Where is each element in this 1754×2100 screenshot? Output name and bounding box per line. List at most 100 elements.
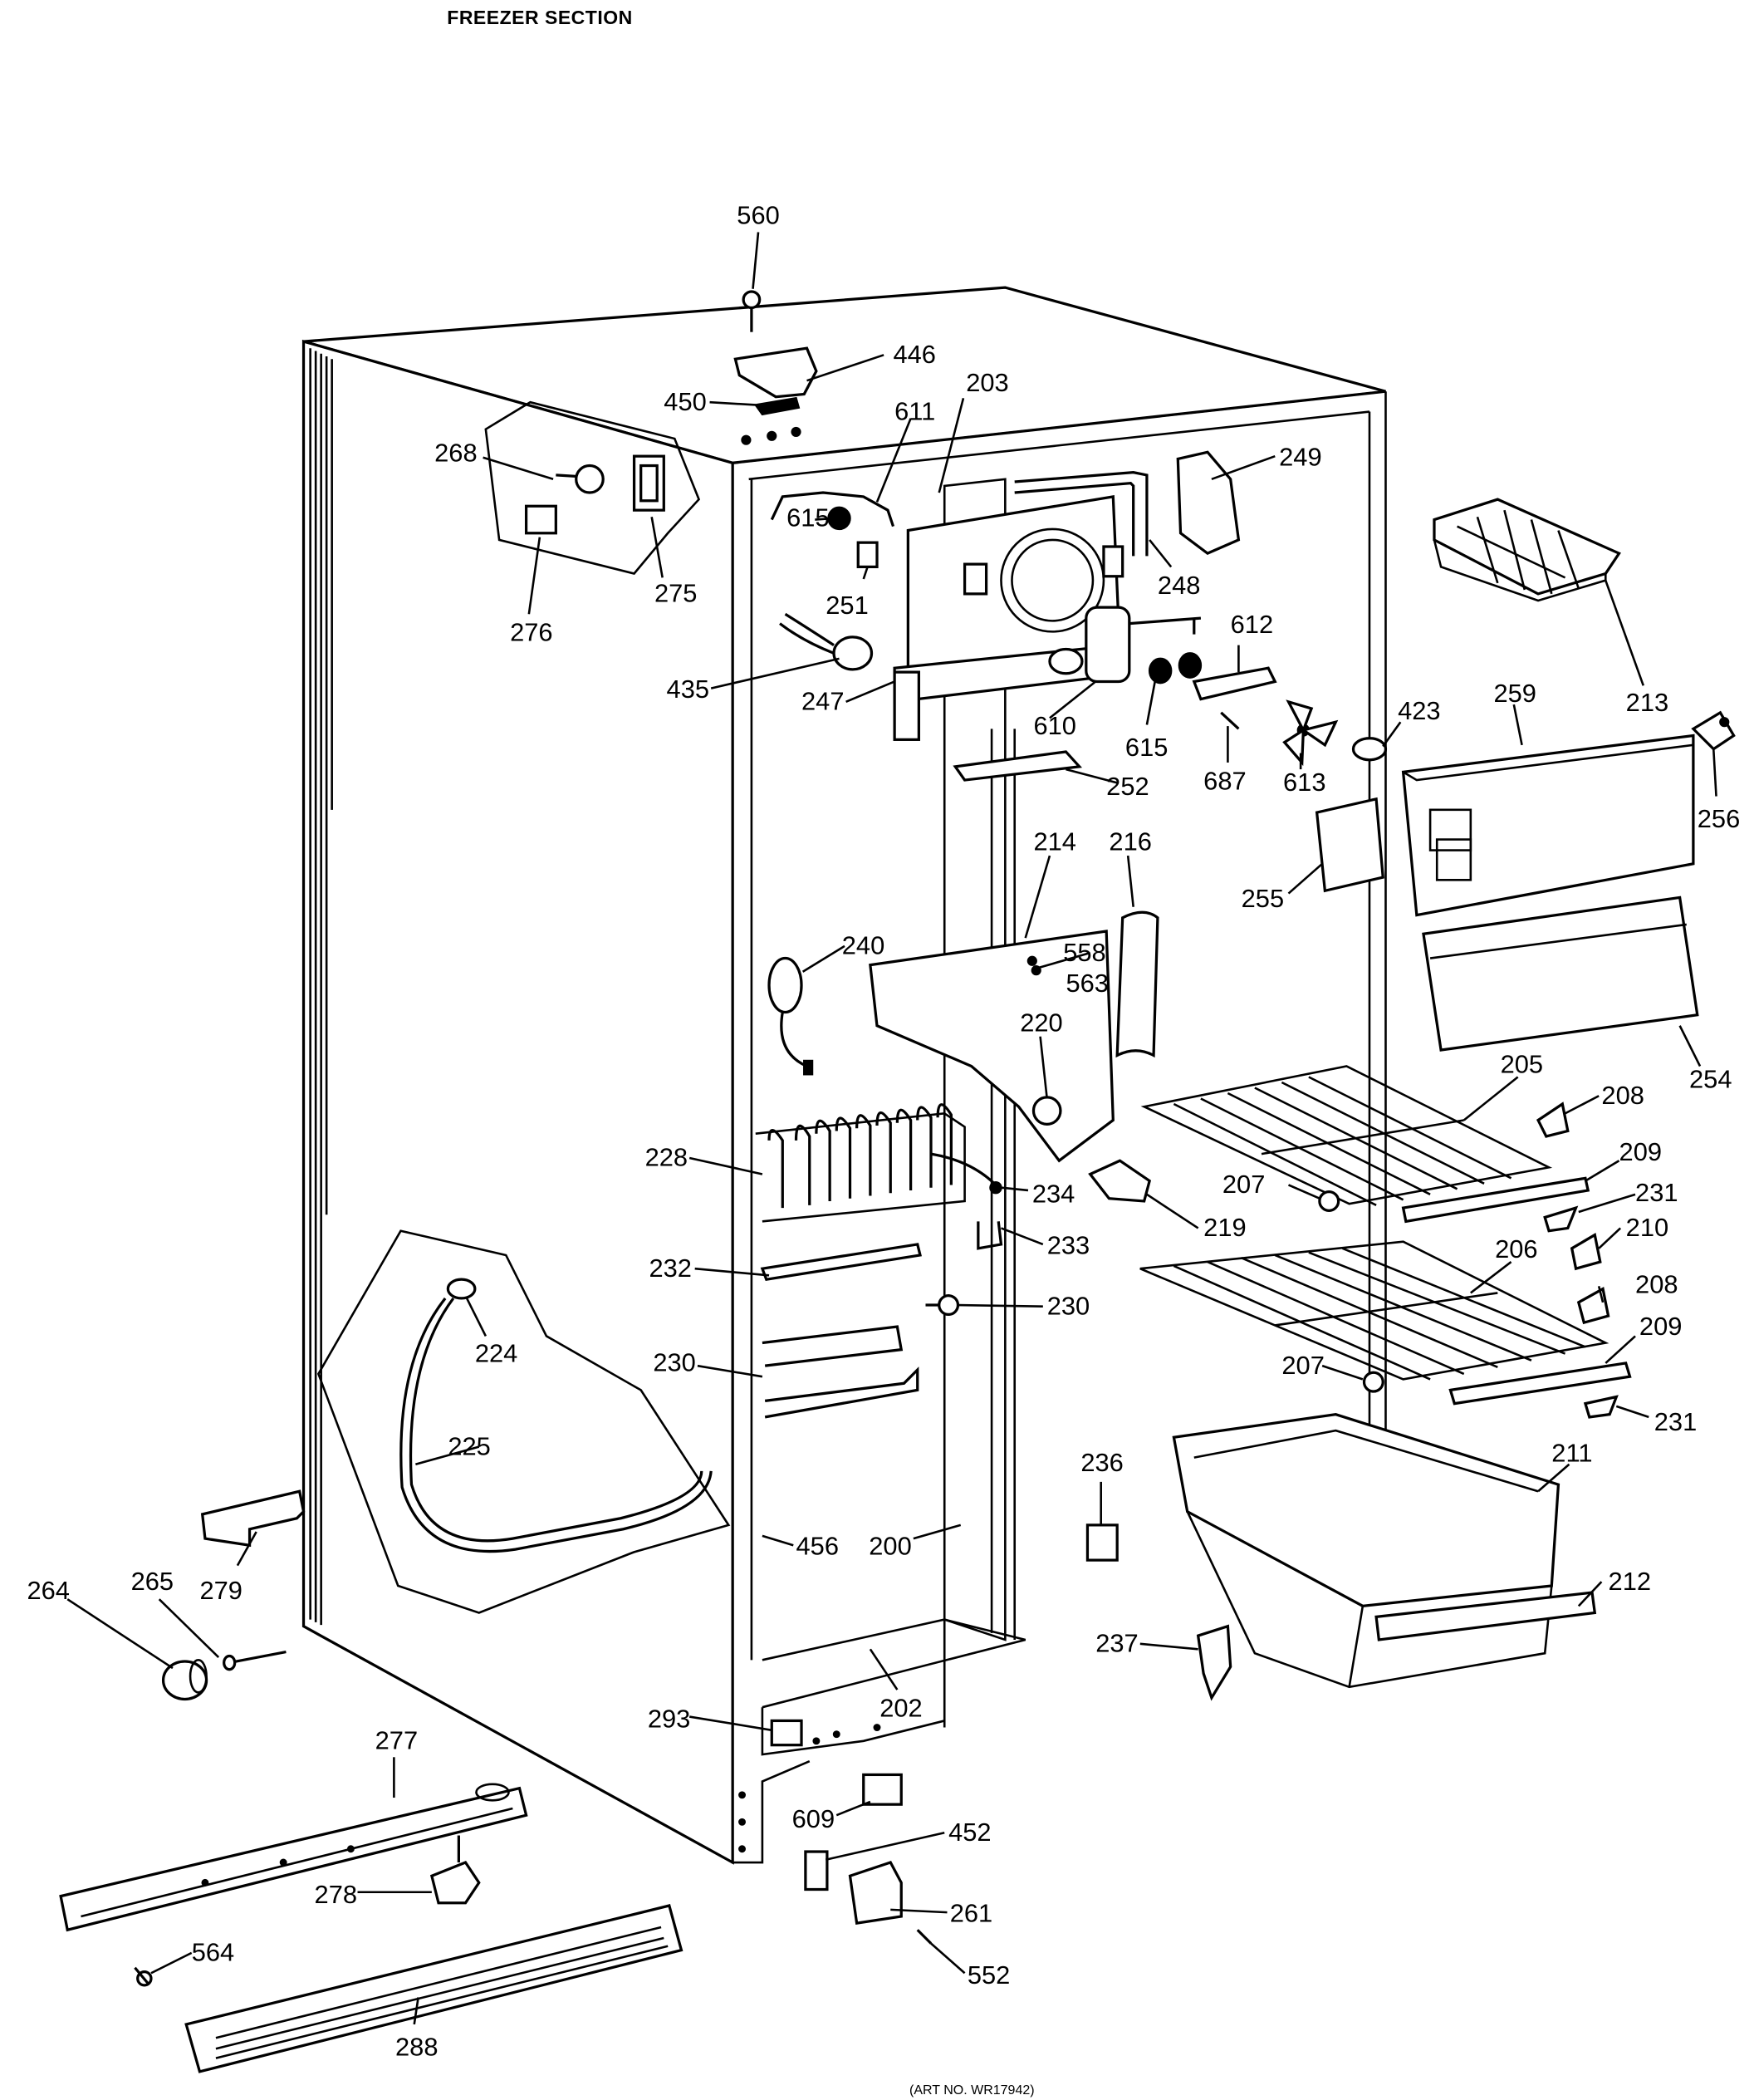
plate-452 (804, 1850, 829, 1891)
rail-277 (59, 1783, 528, 1932)
callout-240: 240 (842, 931, 885, 960)
callout-210: 210 (1626, 1213, 1669, 1242)
callout-552: 552 (968, 1960, 1011, 1990)
diagram-title: FREEZER SECTION (447, 7, 633, 28)
basket-211 (1172, 1412, 1560, 1689)
grille-288 (184, 1904, 683, 2073)
callout-558: 558 (1063, 938, 1106, 967)
callout-208a: 208 (1601, 1081, 1644, 1110)
callout-277: 277 (375, 1726, 418, 1755)
callout-615b: 615 (1125, 733, 1169, 762)
evaporator-228 (755, 1103, 1002, 1223)
callout-610: 610 (1033, 711, 1076, 740)
callout-labels: 560 446 450 611 203 249 268 275 276 615 … (27, 201, 1740, 2062)
bracket-219 (1088, 1159, 1152, 1203)
callout-230a: 230 (1047, 1291, 1090, 1320)
control-panel-inset (484, 400, 701, 575)
screw-558 (1031, 965, 1041, 976)
callout-207b: 207 (1281, 1351, 1325, 1380)
callout-207a: 207 (1222, 1170, 1266, 1199)
callout-268: 268 (434, 439, 478, 468)
ice-compartment-259 (1401, 734, 1695, 917)
callout-456: 456 (796, 1532, 840, 1561)
panel-254 (1422, 895, 1699, 1052)
callout-209b: 209 (1639, 1312, 1683, 1341)
callout-613: 613 (1283, 768, 1326, 797)
callout-255: 255 (1242, 884, 1285, 913)
callout-254: 254 (1689, 1064, 1732, 1093)
callout-230b: 230 (653, 1348, 696, 1377)
callout-219: 219 (1203, 1213, 1247, 1242)
bracket-609 (862, 1773, 903, 1806)
callout-249: 249 (1279, 443, 1322, 472)
callout-205: 205 (1501, 1050, 1544, 1079)
callout-224: 224 (475, 1338, 518, 1367)
air-duct-assembly (770, 450, 1388, 782)
callout-209a: 209 (1619, 1137, 1663, 1166)
callout-252: 252 (1106, 772, 1149, 801)
callout-216: 216 (1109, 827, 1152, 856)
callout-687: 687 (1203, 766, 1247, 795)
callout-233: 233 (1047, 1230, 1090, 1259)
drain-pan-inset (316, 1229, 731, 1614)
callout-265: 265 (131, 1567, 174, 1596)
panel-255 (1315, 797, 1384, 893)
callout-200: 200 (869, 1532, 912, 1561)
callout-293: 293 (648, 1705, 691, 1734)
callout-228: 228 (645, 1143, 688, 1172)
callout-236: 236 (1080, 1448, 1124, 1477)
callout-202: 202 (879, 1694, 923, 1723)
callout-615a: 615 (786, 503, 830, 532)
callout-256: 256 (1698, 804, 1740, 833)
side-hatching (309, 348, 333, 1626)
callout-423: 423 (1398, 696, 1441, 725)
callout-452: 452 (948, 1818, 992, 1847)
callout-237: 237 (1095, 1629, 1139, 1658)
callout-560: 560 (737, 201, 780, 230)
hinge-261 (848, 1861, 933, 1945)
callout-278: 278 (315, 1880, 358, 1909)
latch-256 (1691, 710, 1736, 751)
callout-203: 203 (966, 368, 1009, 397)
clip-293 (770, 1719, 803, 1747)
trims-209 (1401, 1176, 1632, 1406)
shelf-205 (1140, 1065, 1553, 1206)
handle-212 (1374, 1591, 1597, 1641)
callout-564: 564 (192, 1938, 234, 1967)
callout-248: 248 (1158, 571, 1201, 600)
callout-251: 251 (826, 591, 869, 620)
callout-231b: 231 (1654, 1407, 1698, 1436)
callout-450: 450 (664, 387, 707, 416)
screw-564 (134, 1966, 153, 1987)
clip-233 (977, 1221, 1003, 1250)
callout-276: 276 (510, 618, 553, 647)
rails-230 (762, 1294, 960, 1419)
callout-435: 435 (667, 675, 710, 704)
callout-232: 232 (649, 1254, 692, 1283)
callout-225: 225 (448, 1431, 491, 1460)
top-hinge-assembly (733, 290, 818, 445)
callout-446: 446 (893, 340, 936, 369)
callout-275: 275 (654, 579, 697, 608)
callout-247: 247 (801, 687, 845, 716)
callout-211: 211 (1551, 1439, 1592, 1468)
cord-240 (767, 956, 814, 1076)
callout-259: 259 (1493, 679, 1536, 708)
shelf-206 (1139, 1240, 1609, 1381)
callout-208b: 208 (1635, 1269, 1678, 1298)
trim-216 (1115, 910, 1159, 1058)
callout-264: 264 (27, 1576, 70, 1605)
callout-212: 212 (1609, 1567, 1652, 1596)
callout-261: 261 (950, 1899, 993, 1928)
leader-lines (66, 232, 1717, 2025)
roller-264 (161, 1659, 208, 1701)
art-number: (ART NO. WR17942) (909, 2083, 1035, 2098)
callout-279: 279 (199, 1576, 243, 1605)
heater-232 (760, 1243, 922, 1281)
callout-231a: 231 (1635, 1178, 1678, 1207)
callout-611: 611 (894, 396, 935, 425)
clip-236 (1085, 1523, 1119, 1562)
callout-214: 214 (1033, 827, 1076, 856)
supports-207-208-210-231 (1318, 1102, 1619, 1419)
